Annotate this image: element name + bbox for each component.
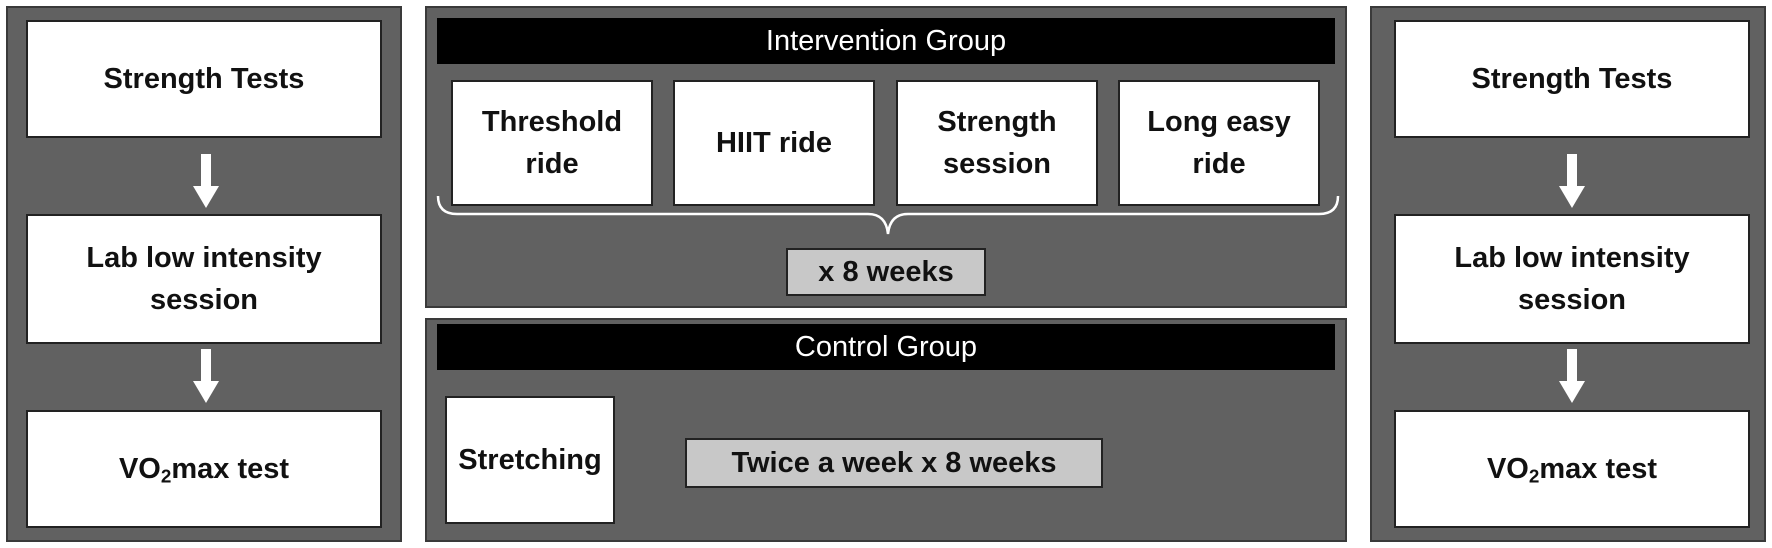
- threshold-ride-label: Threshold ride: [481, 105, 623, 180]
- pre-vo2max-test-label: VO2max test: [118, 452, 290, 487]
- pre-lab-session-box: Lab low intensity session: [26, 214, 382, 344]
- post-strength-tests-box: Strength Tests: [1394, 20, 1750, 138]
- threshold-ride-box: Threshold ride: [451, 80, 653, 206]
- control-duration-label: Twice a week x 8 weeks: [731, 446, 1057, 479]
- pre-strength-tests-box: Strength Tests: [26, 20, 382, 138]
- post-vo2max-test-box: VO2max test: [1394, 410, 1750, 528]
- strength-session-label: Strength session: [937, 105, 1057, 180]
- brace-icon: [436, 195, 1340, 235]
- control-group-title: Control Group: [794, 330, 978, 363]
- hiit-ride-label: HIIT ride: [715, 126, 832, 159]
- long-easy-ride-box: Long easy ride: [1118, 80, 1320, 206]
- intervention-group-panel: Intervention Group Threshold ride HIIT r…: [425, 6, 1347, 308]
- post-strength-tests-label: Strength Tests: [1471, 62, 1673, 95]
- intervention-duration-label: x 8 weeks: [818, 255, 954, 288]
- control-group-header: Control Group: [437, 324, 1335, 370]
- post-vo2max-test-label: VO2max test: [1486, 452, 1658, 487]
- intervention-group-title: Intervention Group: [765, 24, 1007, 57]
- stretching-label: Stretching: [458, 443, 602, 476]
- intervention-group-header: Intervention Group: [437, 18, 1335, 64]
- stretching-box: Stretching: [445, 396, 615, 524]
- post-lab-session-box: Lab low intensity session: [1394, 214, 1750, 344]
- post-arrow-down-icon-2: [1559, 349, 1585, 403]
- control-duration-tag: Twice a week x 8 weeks: [685, 438, 1103, 488]
- control-group-panel: Control Group Stretching Twice a week x …: [425, 318, 1347, 542]
- pre-test-panel: Strength Tests Lab low intensity session…: [6, 6, 402, 542]
- hiit-ride-box: HIIT ride: [673, 80, 875, 206]
- pre-arrow-down-icon: [193, 154, 219, 208]
- post-arrow-down-icon: [1559, 154, 1585, 208]
- strength-session-box: Strength session: [896, 80, 1098, 206]
- pre-vo2max-test-box: VO2max test: [26, 410, 382, 528]
- post-test-panel: Strength Tests Lab low intensity session…: [1370, 6, 1766, 542]
- intervention-duration-tag: x 8 weeks: [786, 248, 986, 296]
- pre-strength-tests-label: Strength Tests: [103, 62, 305, 95]
- pre-arrow-down-icon-2: [193, 349, 219, 403]
- long-easy-ride-label: Long easy ride: [1147, 105, 1291, 180]
- pre-lab-session-label: Lab low intensity session: [86, 241, 322, 316]
- post-lab-session-label: Lab low intensity session: [1454, 241, 1690, 316]
